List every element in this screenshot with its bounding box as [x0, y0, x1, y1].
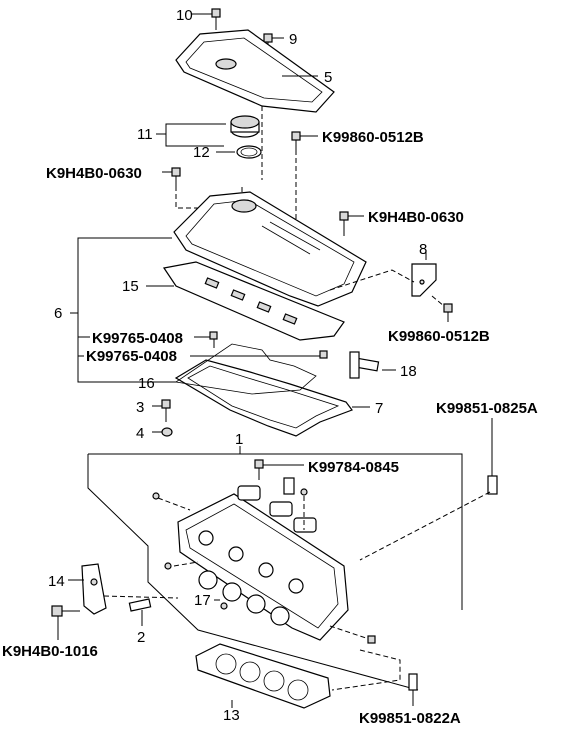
- rocker-cover-6: [173, 191, 367, 307]
- head-gasket-13: [195, 643, 401, 709]
- callout-7: 7: [375, 400, 383, 417]
- bracket-8: [411, 263, 437, 297]
- callout-17: 17: [194, 592, 211, 609]
- label-k99860-0512b-right: K99860-0512B: [388, 328, 490, 345]
- pin-17: [214, 599, 228, 610]
- label-k99851-0822a: K99851-0822A: [359, 710, 461, 727]
- oil-cap-11: [230, 115, 260, 138]
- callout-16: 16: [138, 375, 155, 392]
- callout-6: 6: [54, 305, 62, 322]
- callout-9: 9: [289, 31, 297, 48]
- bolt-k99860-top: [291, 131, 318, 230]
- pcv-fitting-18: [349, 351, 380, 379]
- bracket-11: [165, 123, 226, 147]
- bolt-k99765-a: [78, 331, 218, 348]
- label-k9h4b0-0630-right: K9H4B0-0630: [368, 209, 464, 226]
- bolt-k99860-right: [431, 295, 453, 322]
- bolt-k99784-0845: [254, 459, 304, 480]
- callout-3: 3: [136, 399, 144, 416]
- bracket-6: [77, 237, 176, 383]
- callout-18: 18: [400, 363, 417, 380]
- baffle-plate-15: [162, 261, 345, 341]
- callout-4: 4: [136, 425, 144, 442]
- bolt-k9h4b0-0630-right: [339, 211, 364, 236]
- label-k99860-0512b-top: K99860-0512B: [322, 129, 424, 146]
- small-bolt-right: [329, 625, 376, 644]
- callout-13: 13: [223, 707, 240, 724]
- cylinder-head-1: [152, 477, 349, 641]
- label-k9h4b0-1016: K9H4B0-1016: [2, 643, 98, 660]
- frame-1-left: [87, 454, 419, 691]
- stud-k99851-0825a: [359, 418, 498, 561]
- bracket-14: [81, 563, 179, 615]
- bolt-k99765-b: [78, 350, 328, 359]
- callout-5: 5: [324, 69, 332, 86]
- label-k99765-0408-b: K99765-0408: [86, 348, 177, 365]
- washer-4: [152, 427, 173, 437]
- callout-1: 1: [235, 431, 243, 448]
- callout-11: 11: [137, 126, 153, 143]
- label-k99784-0845: K99784-0845: [308, 459, 399, 476]
- dash-8: [329, 269, 415, 291]
- bolt-3: [152, 399, 171, 422]
- label-k99851-0825a: K99851-0825A: [436, 400, 538, 417]
- callout-8: 8: [419, 241, 427, 258]
- engine-cover-5: [175, 29, 335, 180]
- gasket-16: [174, 343, 317, 395]
- bolt-k9h4b0-1016: [51, 605, 80, 640]
- callout-10: 10: [176, 7, 193, 24]
- label-k99765-0408-a: K99765-0408: [92, 330, 183, 347]
- callout-14: 14: [48, 573, 65, 590]
- callout-2: 2: [137, 629, 145, 646]
- cover-gasket-7: [174, 359, 353, 437]
- cap-gasket-12: [236, 145, 262, 159]
- label-k9h4b0-0630-left: K9H4B0-0630: [46, 165, 142, 182]
- frame-1-right: [88, 453, 463, 610]
- bolt-10: [192, 8, 221, 30]
- stud-2: [128, 598, 152, 626]
- callout-15: 15: [122, 278, 139, 295]
- callout-12: 12: [193, 144, 210, 161]
- stud-k99851-0822a: [408, 673, 418, 706]
